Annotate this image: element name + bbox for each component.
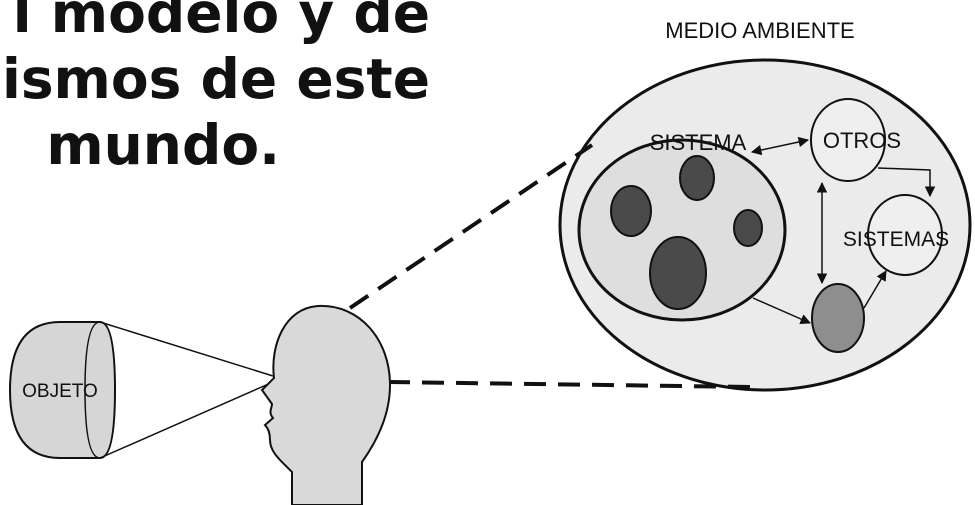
object-shape (8, 321, 117, 459)
system-label: SISTEMA (650, 130, 747, 155)
headline-line-2: ismos de este (1, 47, 430, 111)
headline-line-3: mundo. (46, 113, 280, 177)
others-node (810, 98, 886, 182)
arrow-others-systems (877, 167, 936, 198)
environment-label: MEDIO AMBIENTE (665, 18, 854, 43)
system-element-3 (733, 209, 763, 247)
system-element-2 (610, 185, 652, 237)
system-element-4 (649, 236, 707, 310)
arrow-system-gray (752, 297, 811, 325)
sight-line-top (99, 321, 274, 377)
systems-node (867, 194, 943, 276)
dashed-line-upper (348, 143, 594, 310)
system-element-1 (679, 155, 715, 201)
sight-line-bottom (99, 381, 274, 459)
systems-label: SISTEMAS (843, 228, 949, 251)
dashed-line-lower (387, 380, 753, 389)
arrow-gray-systems (863, 270, 887, 309)
headline-line-1: l modelo y de (12, 0, 430, 45)
gray-node (811, 283, 865, 353)
headline: l modelo y de ismos de este mundo. (0, 0, 430, 178)
head-profile (260, 304, 392, 505)
arrow-system-others (750, 136, 810, 156)
others-label: OTROS (823, 128, 901, 153)
system-ellipse (577, 138, 787, 322)
object-label: OBJETO (22, 381, 98, 402)
